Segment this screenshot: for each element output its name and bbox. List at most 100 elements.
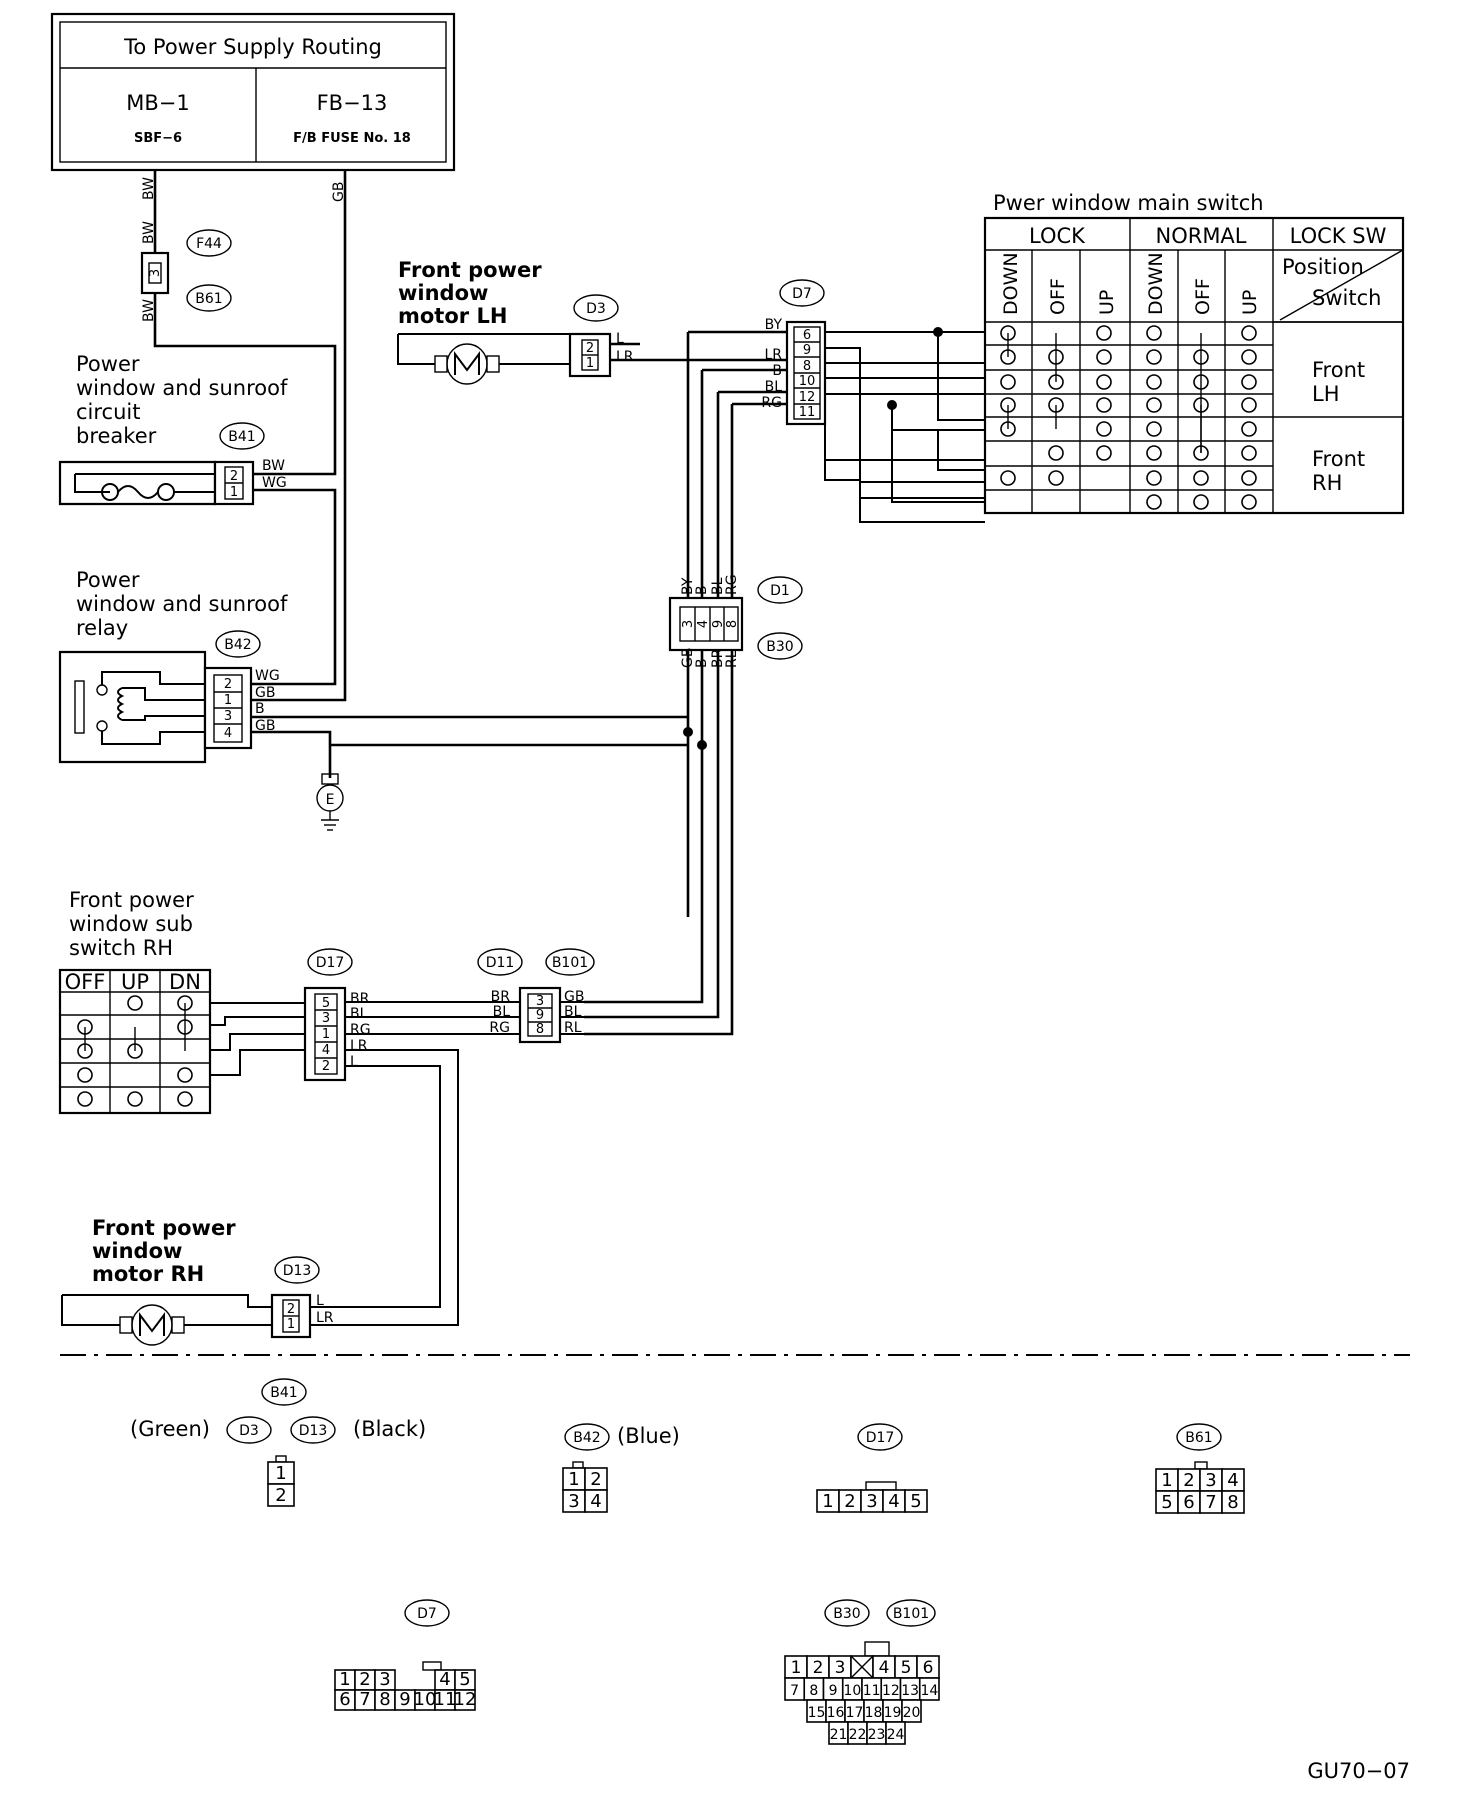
pin-number: 3 [1205, 1470, 1216, 1491]
legend-d7: D7 [417, 1606, 437, 1622]
sub-switch-rh: Front power window sub switch RH OFF UP … [58, 888, 305, 1115]
pin-cell [904, 1489, 928, 1513]
wire-br-b30: BR [710, 648, 726, 668]
latch [1194, 1461, 1208, 1470]
main-switch-table: Pwer window main switch LOCK NORMAL LOCK… [983, 191, 1405, 515]
row-front-lh-1: Front [1312, 358, 1365, 382]
contact-point [1096, 374, 1112, 390]
group-lock: LOCK [1029, 224, 1086, 248]
power-supply-box: To Power Supply Routing MB−1 SBF−6 FB−13… [50, 12, 456, 172]
pin-cell [901, 1699, 922, 1723]
sub-contact-point [127, 995, 143, 1011]
relay-label-3: relay [76, 616, 128, 640]
pin-number: 7 [1205, 1492, 1216, 1513]
center-wires [584, 330, 787, 1036]
d17-pin-3: 3 [322, 1011, 330, 1026]
pin-number: 1 [822, 1491, 833, 1512]
junction-dot-3 [683, 727, 693, 737]
pin-number: 2 [359, 1669, 370, 1690]
b42-pin-3: 3 [224, 709, 232, 724]
connector-d7: D7 6 9 8 10 12 11 BY LR B BL RG [761, 279, 827, 426]
pin-number: 3 [568, 1491, 579, 1512]
d13-pin-1: 1 [287, 1317, 295, 1332]
d17-pin-1: 1 [322, 1027, 330, 1042]
pin-number: 1 [275, 1463, 286, 1484]
b42-pin-1: 1 [224, 693, 232, 708]
wire-bl-d1: BL [710, 577, 726, 595]
pin-number: 2 [1183, 1470, 1194, 1491]
contact-point [1096, 421, 1112, 437]
b61-pin-3: 3 [148, 269, 163, 277]
col-lock-down: DOWN [1000, 252, 1022, 315]
pin-number: 4 [590, 1491, 601, 1512]
d7-pin-9: 9 [803, 343, 811, 358]
pin-number: 5 [910, 1491, 921, 1512]
pin-number: 6 [1183, 1492, 1194, 1513]
sub-col-off: OFF [65, 970, 106, 994]
contact-point [1146, 421, 1162, 437]
d7-pin-11: 11 [799, 405, 816, 420]
latch [864, 1641, 890, 1657]
motor-rh-label-2: window [92, 1239, 182, 1263]
contact-point [1146, 445, 1162, 461]
contact-point [1193, 470, 1209, 486]
pin-number: 11 [863, 1683, 881, 1699]
pin-number: 2 [844, 1491, 855, 1512]
pin-cell [584, 1489, 608, 1513]
pin-cell [267, 1483, 295, 1507]
wire-rl-b30: RL [724, 650, 740, 668]
power-supply-fb13: FB−13 [317, 91, 388, 115]
legend-b42: B42 [573, 1430, 600, 1446]
col-normal-off: OFF [1192, 278, 1214, 315]
d17-pin-4: 4 [322, 1043, 330, 1058]
connector-id-b30: B30 [766, 639, 793, 655]
wire-bw-1: BW [141, 177, 157, 200]
legend-d13: D13 [299, 1423, 328, 1439]
figure-code: GU70−07 [1307, 1759, 1410, 1783]
contact-point [1241, 421, 1257, 437]
d17-pin-2: 2 [322, 1059, 330, 1074]
contact-point [1048, 445, 1064, 461]
legend-b101: B101 [893, 1606, 929, 1622]
sub-contact-point [177, 1067, 193, 1083]
pin-number: 20 [903, 1705, 921, 1721]
breaker-label-3: circuit [76, 400, 140, 424]
col-normal-down: DOWN [1145, 252, 1167, 315]
wire-lr-d3: LR [616, 349, 634, 365]
legend-connector-b41: 12 [267, 1455, 295, 1507]
latch [275, 1455, 287, 1463]
legend-b41: B41 [270, 1385, 297, 1401]
ground-label: E [326, 792, 335, 808]
pin-number: 13 [901, 1683, 919, 1699]
wire-gb-b42-2: GB [255, 718, 275, 734]
d3-pin-1: 1 [586, 356, 594, 371]
pin-number: 4 [888, 1491, 899, 1512]
legend-d3: D3 [239, 1423, 259, 1439]
wire-wg-b41: WG [262, 475, 287, 491]
d1-pin-3: 3 [681, 620, 696, 628]
wire-b-d1: B [694, 585, 710, 595]
sub-contact-point [177, 1091, 193, 1107]
connector-id-d1: D1 [770, 583, 790, 599]
d1-pin-8: 8 [725, 620, 740, 628]
pin-number: 9 [399, 1689, 410, 1710]
breaker-label-4: breaker [76, 424, 157, 448]
pin-cell [454, 1689, 476, 1711]
wire-br-d17: BR [350, 991, 370, 1007]
pin-number: 7 [790, 1683, 799, 1699]
group-lock-sw: LOCK SW [1290, 224, 1387, 248]
pin-number: 6 [339, 1689, 350, 1710]
contact-point [1146, 470, 1162, 486]
legend-b30: B30 [833, 1606, 860, 1622]
col-normal-up: UP [1239, 290, 1261, 315]
b41-pin-1: 1 [230, 485, 238, 500]
breaker-label-1: Power [76, 352, 140, 376]
pin-number: 8 [809, 1683, 818, 1699]
pin-number: 1 [339, 1669, 350, 1690]
pin-number: 12 [454, 1689, 477, 1710]
wire-b-b42: B [255, 701, 265, 717]
power-supply-title: To Power Supply Routing [123, 35, 382, 59]
